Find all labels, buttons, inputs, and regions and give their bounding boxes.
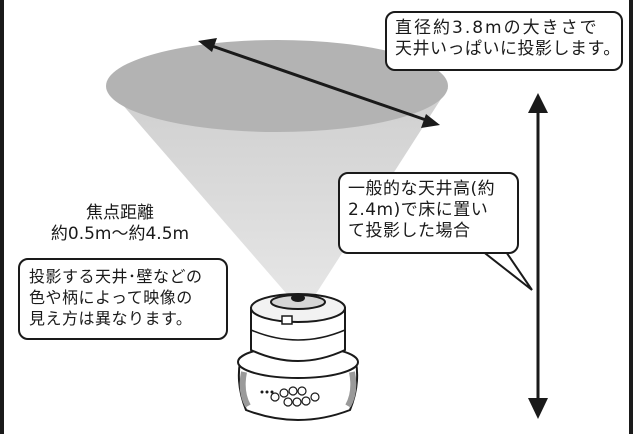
light-cone bbox=[108, 88, 448, 300]
diameter-callout-line1: 直径約3.8mの大きさで bbox=[395, 18, 599, 38]
height-callout-line3: て投影した場合 bbox=[348, 221, 471, 241]
ceiling-projection-ellipse bbox=[106, 40, 448, 132]
left-frame-line bbox=[0, 0, 4, 434]
note-callout-line3: 見え方は異なります。 bbox=[29, 309, 193, 328]
ceiling-height-arrow bbox=[528, 93, 548, 419]
diameter-callout: 直径約3.8mの大きさで 天井いっぱいに投影します。 bbox=[385, 11, 623, 71]
note-callout: 投影する天井･壁などの 色や柄によって映像の 見え方は異なります。 bbox=[18, 258, 228, 340]
height-callout-line2: 2.4m)で床に置い bbox=[348, 200, 489, 220]
diameter-arrow bbox=[198, 38, 440, 128]
focus-distance-label: 焦点距離 約0.5m〜約4.5m bbox=[25, 203, 215, 245]
projector-device bbox=[237, 293, 359, 421]
indicator-dots bbox=[260, 390, 274, 394]
focus-distance-title: 焦点距離 bbox=[86, 203, 154, 223]
height-callout: 一般的な天井高(約 2.4m)で床に置い て投影した場合 bbox=[338, 172, 519, 254]
device-buttons bbox=[270, 386, 320, 407]
note-callout-line1: 投影する天井･壁などの bbox=[29, 267, 203, 286]
note-callout-line2: 色や柄によって映像の bbox=[29, 288, 193, 307]
diameter-callout-line2: 天井いっぱいに投影します。 bbox=[395, 39, 621, 59]
right-frame-line bbox=[629, 0, 633, 434]
height-callout-line1: 一般的な天井高(約 bbox=[348, 179, 496, 199]
focus-distance-range: 約0.5m〜約4.5m bbox=[50, 224, 190, 244]
